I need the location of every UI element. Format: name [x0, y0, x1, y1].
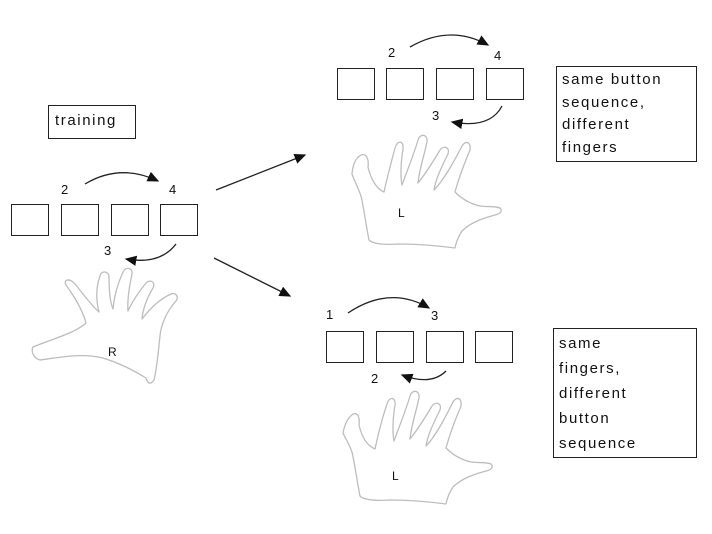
top-key-1 — [337, 68, 375, 100]
top-note-line-3: different — [562, 116, 631, 133]
top-key-2 — [386, 68, 424, 100]
bottom-note-line-1: same — [559, 335, 603, 352]
top-number-end: 4 — [494, 48, 502, 63]
bottom-number-end: 3 — [431, 308, 439, 323]
top-key-4 — [486, 68, 524, 100]
bottom-number-return: 2 — [371, 371, 379, 386]
training-sequence-arrow-top — [84, 171, 160, 185]
arrow-to-bottom-condition — [213, 257, 292, 297]
right-hand-label: R — [108, 345, 117, 359]
training-sequence-arrow-bottom — [124, 243, 177, 266]
training-label: training — [48, 105, 136, 139]
bottom-key-2 — [376, 331, 414, 363]
bottom-number-start: 1 — [326, 307, 334, 322]
bottom-note-line-5: sequence — [559, 435, 637, 452]
top-sequence-arrow-top — [409, 34, 490, 48]
bottom-condition-note: same fingers, different button sequence — [553, 328, 697, 458]
top-key-3 — [436, 68, 474, 100]
bottom-left-hand-label: L — [392, 469, 399, 483]
top-left-hand-label: L — [398, 206, 405, 220]
right-hand-outline — [31, 267, 178, 384]
bottom-sequence-arrow-bottom — [400, 370, 447, 384]
training-key-2 — [61, 204, 99, 236]
top-sequence-arrow-bottom — [450, 105, 503, 129]
training-key-4 — [160, 204, 198, 236]
bottom-note-line-4: button — [559, 410, 611, 427]
top-note-line-1: same button — [562, 71, 663, 88]
top-condition-note: same button sequence, different fingers — [556, 66, 697, 162]
top-number-return: 3 — [432, 108, 440, 123]
training-number-start: 2 — [61, 182, 69, 197]
top-left-hand-outline — [351, 134, 502, 249]
bottom-sequence-arrow-top — [347, 297, 431, 314]
training-number-end: 4 — [169, 182, 177, 197]
top-number-start: 2 — [388, 45, 396, 60]
top-note-line-4: fingers — [562, 138, 619, 156]
bottom-note-line-2: fingers, — [559, 360, 621, 377]
training-key-1 — [11, 204, 49, 236]
arrow-to-top-condition — [215, 153, 307, 191]
bottom-key-1 — [326, 331, 364, 363]
bottom-note-line-3: different — [559, 385, 628, 402]
training-key-3 — [111, 204, 149, 236]
bottom-key-4 — [475, 331, 513, 363]
bottom-left-hand-outline — [342, 390, 493, 505]
training-number-return: 3 — [104, 243, 112, 258]
top-note-line-2: sequence, — [562, 93, 646, 111]
bottom-key-3 — [426, 331, 464, 363]
